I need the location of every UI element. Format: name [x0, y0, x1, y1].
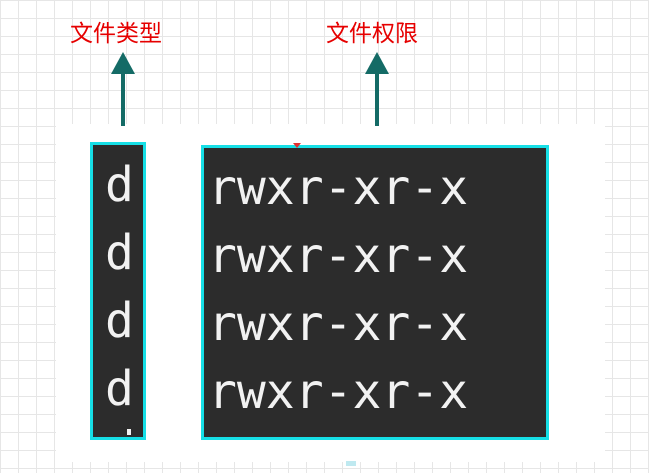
- file-type-row: d: [105, 361, 134, 417]
- file-type-row: d: [105, 157, 134, 213]
- file-type-row: d: [105, 225, 134, 281]
- file-type-terminal-box: d d d d: [90, 142, 146, 440]
- cut-off-row-fragment: [127, 429, 131, 435]
- file-type-row: d: [105, 293, 134, 349]
- file-permission-terminal-box: rwxr-xr-x rwxr-xr-x rwxr-xr-x rwxr-xr-x: [201, 145, 549, 440]
- file-type-label: 文件类型: [70, 21, 162, 47]
- permission-row: rwxr-xr-x: [208, 364, 469, 420]
- permission-row: rwxr-xr-x: [208, 296, 469, 352]
- file-permission-label: 文件权限: [326, 21, 418, 47]
- permission-row: rwxr-xr-x: [208, 160, 469, 216]
- permission-rows: rwxr-xr-x rwxr-xr-x rwxr-xr-x rwxr-xr-x: [208, 154, 468, 426]
- file-permission-arrow-icon: [365, 52, 389, 126]
- permission-row: rwxr-xr-x: [208, 228, 469, 284]
- file-type-arrow-icon: [111, 52, 135, 126]
- red-caret-marker: [293, 143, 301, 148]
- file-type-rows: d d d d: [105, 151, 134, 423]
- resize-handle: [346, 461, 356, 466]
